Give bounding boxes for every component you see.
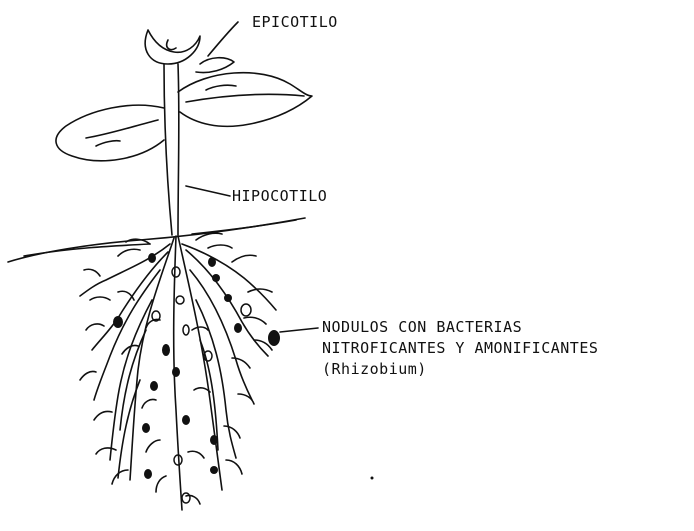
label-nodulos-line3: (Rhizobium)	[322, 359, 598, 379]
label-nodulos-line2: NITROFICANTES Y AMONIFICANTES	[322, 338, 598, 358]
nodule	[142, 423, 150, 433]
top-right-leaf	[196, 58, 234, 73]
nodule	[150, 381, 158, 391]
label-hipocotilo: HIPOCOTILO	[232, 186, 327, 206]
label-nodulos: NODULOS CON BACTERIAS NITROFICANTES Y AM…	[322, 317, 598, 379]
nodule	[182, 493, 190, 503]
label-epicotilo: EPICOTILO	[252, 12, 338, 32]
leader-epicotilo	[208, 22, 238, 56]
right-leaf	[178, 73, 312, 127]
nodule	[234, 323, 242, 333]
nodule	[208, 257, 216, 267]
nodule	[224, 294, 232, 302]
leader-hipocotilo	[186, 186, 230, 196]
nodule	[162, 344, 170, 356]
nodule	[144, 469, 152, 479]
nodule	[212, 274, 220, 282]
nodule	[182, 415, 190, 425]
leader-nodulos	[280, 328, 318, 332]
epicotyl-bud	[145, 30, 200, 64]
nodule	[210, 466, 218, 474]
nodule	[371, 477, 374, 480]
nodule	[176, 296, 184, 304]
nodule	[210, 435, 218, 445]
left-leaf	[56, 105, 164, 161]
nodule	[172, 367, 180, 377]
label-nodulos-line1: NODULOS CON BACTERIAS	[322, 317, 598, 337]
stem	[164, 64, 179, 235]
nodule	[113, 316, 123, 328]
soil-line	[8, 218, 305, 262]
nodule	[241, 304, 251, 316]
nodule	[268, 330, 280, 346]
nodule	[172, 267, 180, 277]
nodule	[183, 325, 189, 335]
hollow-nodules	[152, 267, 251, 503]
nodule	[148, 253, 156, 263]
